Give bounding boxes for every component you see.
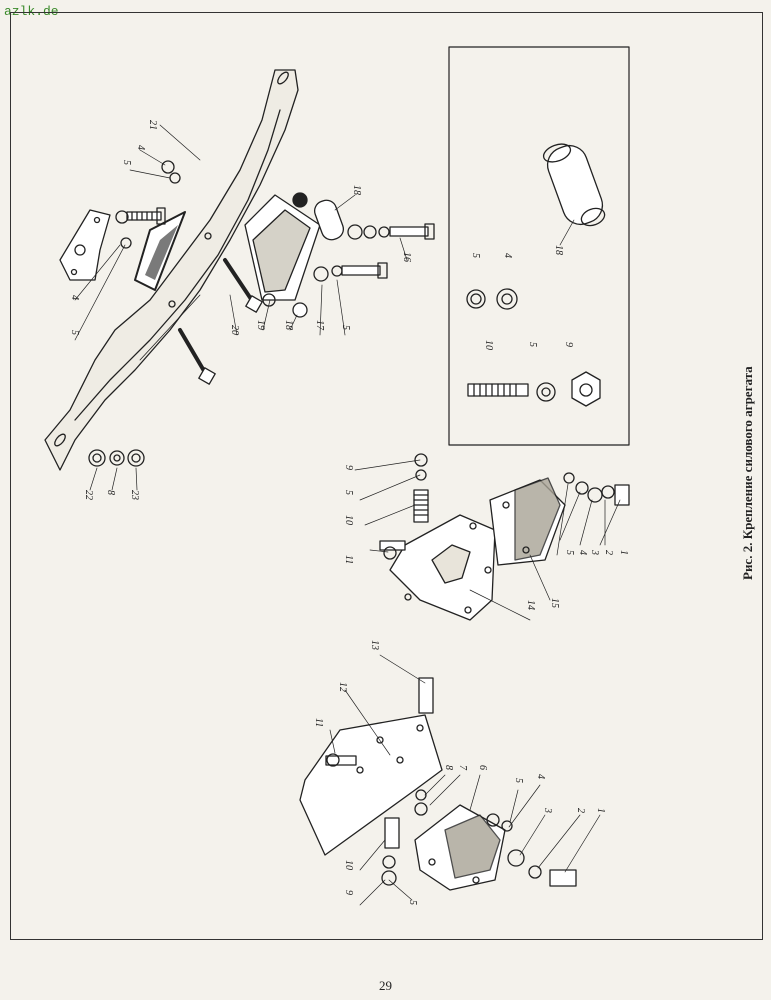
callout-15: 15 <box>549 598 560 608</box>
callout-5: 5 <box>340 325 351 330</box>
callout-7: 7 <box>457 765 468 771</box>
callout-23: 23 <box>129 490 140 500</box>
callout-14: 14 <box>525 600 536 610</box>
callout-20: 20 <box>229 325 240 335</box>
sleeve-part <box>313 199 345 241</box>
callout-17: 17 <box>314 320 325 331</box>
callout-11: 11 <box>343 555 354 564</box>
inset-parts <box>466 143 606 407</box>
callout-4: 4 <box>135 145 146 150</box>
callout-4: 4 <box>535 774 546 779</box>
callout-9: 9 <box>563 342 574 347</box>
fasteners-group <box>379 453 630 560</box>
rubber-cushion-part <box>244 192 321 318</box>
callout-5: 5 <box>527 342 538 347</box>
bolt-part <box>313 262 388 282</box>
callout-18: 18 <box>351 185 362 195</box>
callout-9: 9 <box>343 890 354 895</box>
page-number: 29 <box>379 978 392 993</box>
engine-bracket-part <box>299 714 443 856</box>
callout-8: 8 <box>105 490 116 495</box>
rubber-cushion-part <box>489 477 566 566</box>
callout-1: 1 <box>618 550 629 555</box>
rubber-cushion-part <box>414 804 506 891</box>
mounting-plate-part <box>59 209 111 281</box>
callout-12: 12 <box>337 682 348 692</box>
callout-5: 5 <box>564 550 575 555</box>
callout-5: 5 <box>470 253 481 258</box>
callout-1: 1 <box>595 808 606 813</box>
callout-5: 5 <box>343 490 354 495</box>
callout-5: 5 <box>513 778 524 783</box>
callout-19: 19 <box>255 320 266 330</box>
callout-18: 18 <box>283 320 294 330</box>
callout-9: 9 <box>343 465 354 470</box>
nut-part <box>161 160 175 174</box>
callout-4: 4 <box>502 253 513 258</box>
callout-11: 11 <box>313 718 324 727</box>
callout-16: 16 <box>401 252 412 262</box>
callout-22: 22 <box>83 490 94 500</box>
fasteners-group <box>88 449 145 467</box>
callout-10: 10 <box>343 515 354 525</box>
site-watermark: azlk.de <box>4 4 59 19</box>
callout-labels: 21 4 5 4 5 20 19 18 17 5 18 16 22 8 23 5… <box>69 120 629 905</box>
crossmember-part <box>44 69 299 471</box>
callout-3: 3 <box>542 807 553 813</box>
fasteners-group <box>325 753 577 887</box>
leader-lines <box>74 124 621 906</box>
bolt-part <box>347 223 435 240</box>
callout-3: 3 <box>589 549 600 555</box>
callout-5: 5 <box>121 160 132 165</box>
long-bolt-part <box>178 258 263 385</box>
nut-part <box>120 237 132 249</box>
callout-10: 10 <box>483 340 494 350</box>
engine-bracket-part <box>389 514 496 621</box>
callout-18: 18 <box>553 245 564 255</box>
callout-4: 4 <box>577 550 588 555</box>
inset-box <box>448 46 630 446</box>
callout-5: 5 <box>69 330 80 335</box>
bolt-part <box>115 207 166 225</box>
figure-caption: Рис. 2. Крепление силового агрегата <box>740 366 755 580</box>
figure-frame <box>10 12 763 940</box>
callout-6: 6 <box>477 765 488 770</box>
callout-21: 21 <box>147 120 158 130</box>
callout-10: 10 <box>343 860 354 870</box>
stud-part <box>418 677 434 714</box>
callout-5: 5 <box>407 900 418 905</box>
callout-2: 2 <box>575 808 586 813</box>
callout-4: 4 <box>69 295 80 300</box>
washer-part <box>169 172 181 184</box>
callout-13: 13 <box>369 640 380 650</box>
callout-8: 8 <box>443 765 454 770</box>
callout-2: 2 <box>603 550 614 555</box>
